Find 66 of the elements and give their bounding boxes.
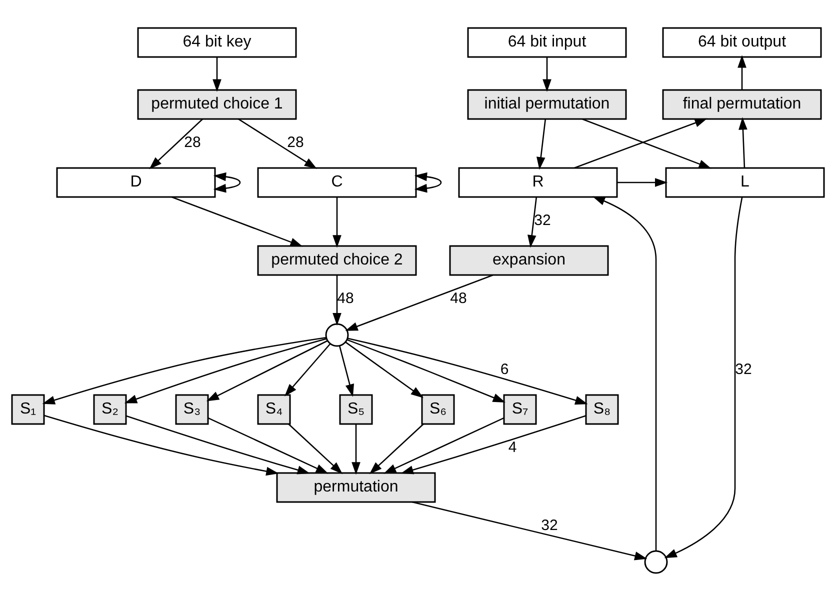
arrow <box>284 343 331 396</box>
node-box: final permutation <box>662 89 822 120</box>
arrow <box>332 197 342 248</box>
arrow <box>206 340 328 402</box>
arrow <box>384 417 504 474</box>
edge-label: 48 <box>337 290 354 307</box>
node-box: permuted choice 1 <box>137 89 297 120</box>
arrow <box>213 172 241 193</box>
arrow <box>238 118 317 169</box>
arrow <box>536 119 546 170</box>
node-box: S₆ <box>421 394 455 425</box>
edge-label: 32 <box>735 361 752 378</box>
arrow <box>208 417 328 474</box>
arrow <box>345 274 494 331</box>
arrow <box>332 275 342 326</box>
arrow <box>288 424 343 474</box>
node-box: D <box>56 167 216 198</box>
node-box: 64 bit input <box>467 27 627 58</box>
node-box: R <box>458 167 618 198</box>
node-box: S₈ <box>585 394 619 425</box>
node-box: permutation <box>276 472 436 503</box>
arrow <box>369 424 424 474</box>
edge-label: 28 <box>287 134 304 151</box>
arrow <box>400 415 586 474</box>
node-circle <box>644 550 668 574</box>
node-box: 64 bit output <box>662 27 822 58</box>
edge-label: 32 <box>541 517 558 534</box>
arrow <box>528 197 538 248</box>
node-box: L <box>665 167 825 198</box>
node-box: permuted choice 2 <box>257 245 417 276</box>
arrow <box>338 346 354 397</box>
arrow <box>172 196 303 247</box>
arrow <box>149 118 203 170</box>
edge-label: 32 <box>534 212 551 229</box>
edge-label: 6 <box>500 361 509 378</box>
arrow <box>345 342 424 398</box>
node-box: S₃ <box>175 394 209 425</box>
arrow <box>617 178 668 187</box>
arrow <box>414 172 442 193</box>
node-circle <box>325 323 349 347</box>
edge-label: 28 <box>184 134 201 151</box>
node-box: S₄ <box>257 394 291 425</box>
arrow <box>592 196 657 551</box>
node-box: expansion <box>449 245 609 276</box>
arrow <box>126 415 310 474</box>
arrow <box>738 117 748 168</box>
arrow <box>664 197 743 558</box>
node-box: S₁ <box>11 394 45 425</box>
arrow <box>212 57 222 92</box>
arrow <box>124 338 327 404</box>
node-box: 64 bit key <box>137 27 297 58</box>
arrow <box>42 336 326 404</box>
arrow <box>346 339 506 403</box>
arrow <box>542 57 552 92</box>
arrow <box>352 424 360 475</box>
node-box: C <box>257 167 417 198</box>
edge-label: 4 <box>508 439 517 456</box>
arrow <box>44 414 279 476</box>
node-box: S₇ <box>503 394 537 425</box>
node-box: S₅ <box>339 394 373 425</box>
arrow <box>738 55 746 90</box>
arrow <box>412 501 648 560</box>
node-box: S₂ <box>93 394 127 425</box>
edge-label: 48 <box>450 290 467 307</box>
arrow <box>348 338 588 405</box>
node-box: initial permutation <box>467 89 627 120</box>
